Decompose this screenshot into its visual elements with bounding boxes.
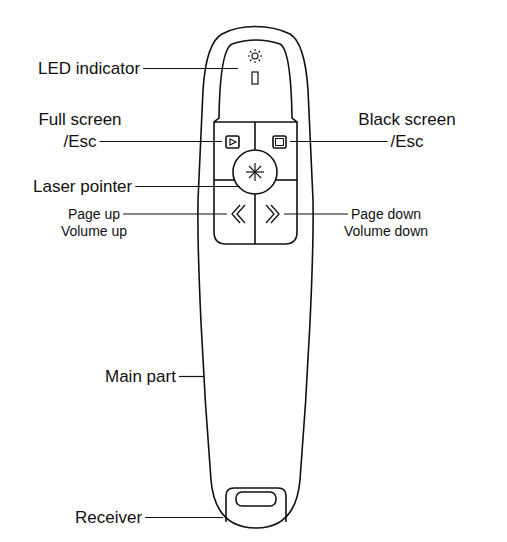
receiver-plug: [236, 492, 276, 506]
remote-body: [198, 27, 313, 529]
panel-divider: [254, 194, 256, 244]
laser-star: [246, 163, 264, 181]
panel-divider: [254, 122, 256, 150]
part-label: Page down Volume down: [330, 206, 442, 240]
part-label: Main part: [105, 366, 176, 388]
part-label: Full screen /Esc: [30, 109, 130, 153]
receiver-slot: [226, 488, 286, 522]
page-down-arrow: [266, 205, 279, 223]
leader-line: [143, 68, 238, 69]
part-label: LED indicator: [38, 58, 140, 80]
leader-line: [123, 213, 227, 214]
leader-line: [135, 186, 240, 187]
led-sun-icon: [248, 49, 262, 63]
leader-line: [290, 141, 387, 142]
laser-button: [233, 150, 277, 194]
page-up-arrow: [232, 205, 245, 223]
leader-line: [179, 376, 204, 377]
leader-line: [284, 213, 348, 214]
play-triangle: [230, 139, 236, 145]
blackscreen-inner: [276, 139, 284, 146]
part-label: Laser pointer: [33, 176, 132, 198]
leader-line: [145, 517, 223, 518]
part-label: Page up Volume up: [48, 206, 140, 240]
part-label: Black screen /Esc: [348, 109, 466, 153]
led-lamp: [252, 72, 258, 84]
panel-divider: [214, 179, 234, 181]
panel-divider: [276, 179, 297, 181]
part-label: Receiver: [75, 507, 142, 529]
fullscreen-icon: [226, 136, 239, 148]
leader-line: [100, 141, 222, 142]
blackscreen-icon: [273, 136, 286, 148]
